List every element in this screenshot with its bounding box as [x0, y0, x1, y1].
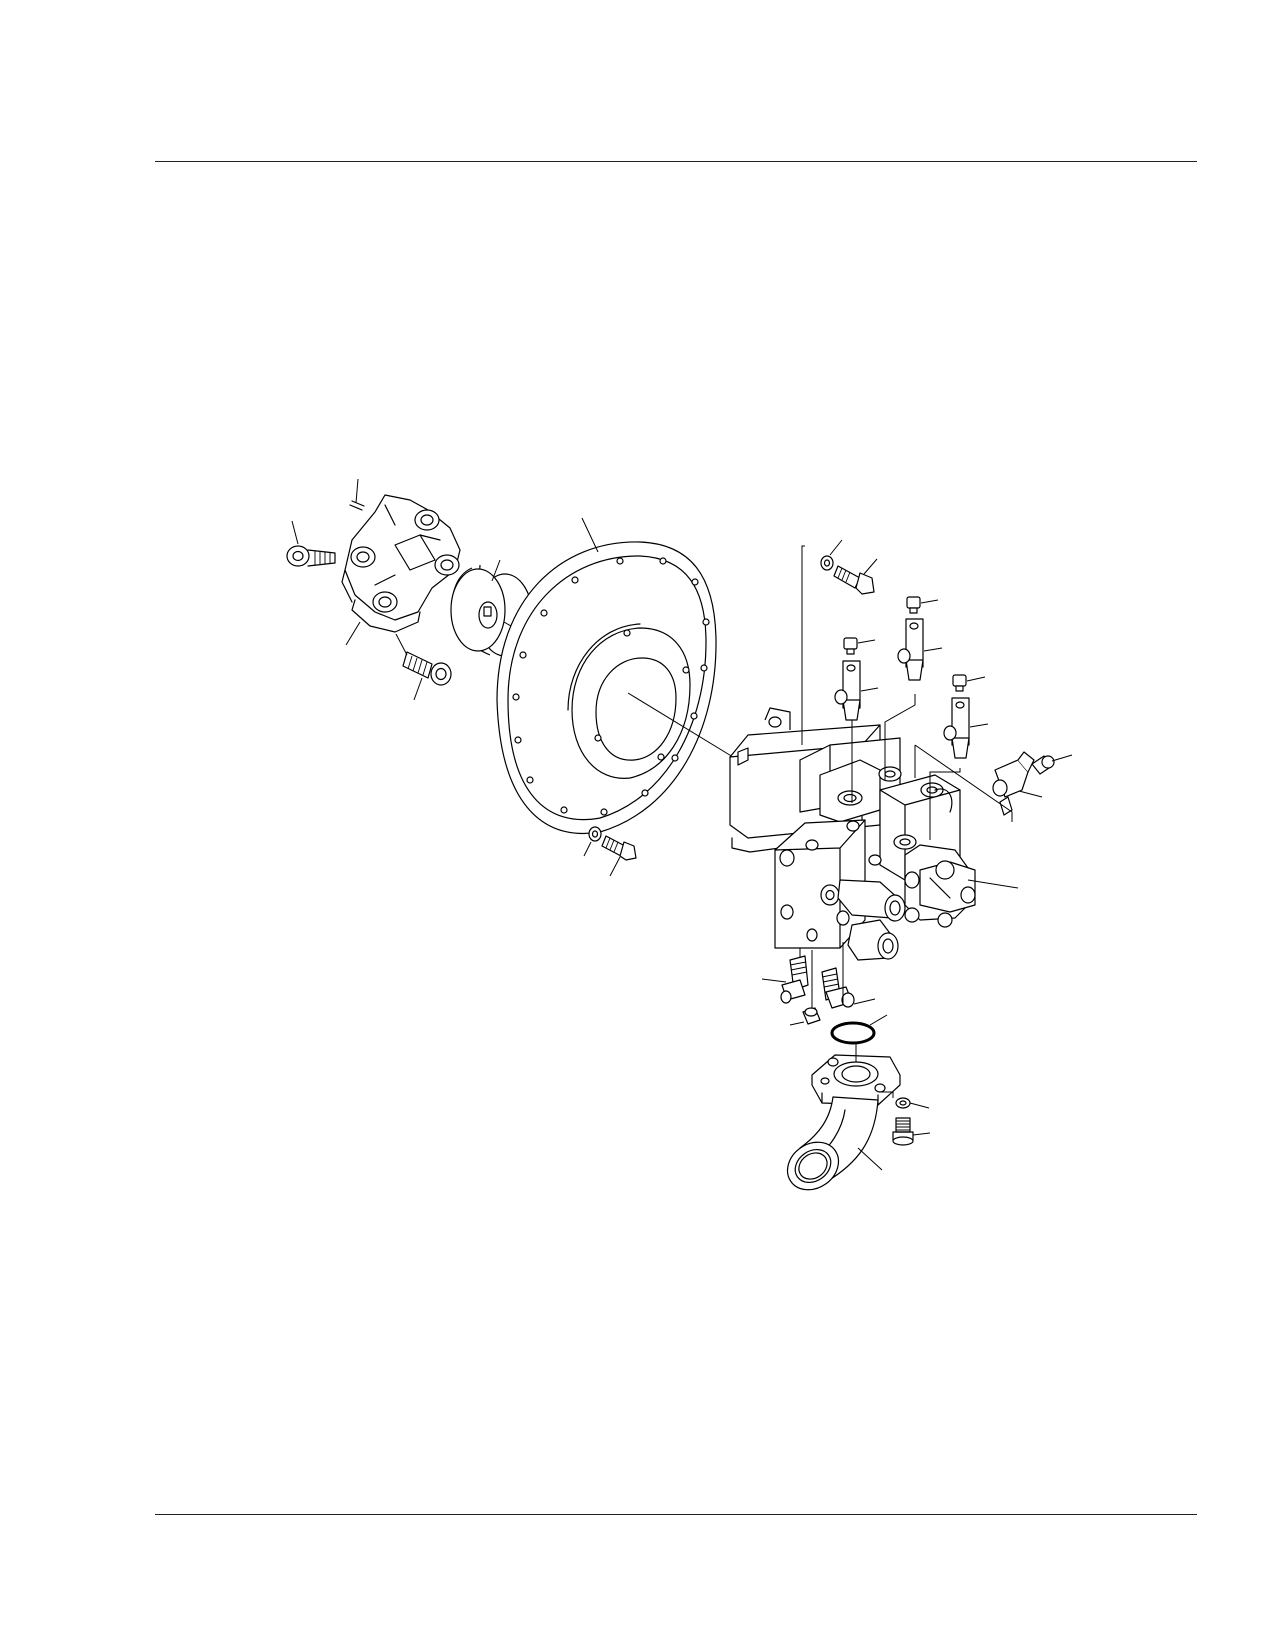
o-ring-icon: [830, 1014, 888, 1045]
footer-rule: [155, 1514, 1197, 1515]
hydraulic-pump-icon: [729, 707, 1019, 961]
flange-bolt-icon: [833, 558, 878, 595]
coupling-hub-icon: [450, 559, 533, 657]
flange-bolt-icon: [892, 1117, 931, 1146]
plug-icon: [843, 637, 876, 655]
leader-bracket: [801, 545, 805, 745]
coupling-pin-icon: [349, 478, 365, 511]
elbow-fitting-icon: [761, 948, 809, 1004]
header-rule: [155, 161, 1197, 162]
elbow-fitting-icon: [821, 942, 876, 1009]
washer-icon: [820, 539, 843, 571]
plug-icon: [1031, 754, 1073, 775]
split-flange-icon: [811, 1044, 901, 1106]
relief-valve-cartridge-icon: [884, 618, 943, 780]
washer-icon: [583, 826, 602, 857]
hex-bolt-icon: [395, 633, 452, 701]
relief-valve-cartridge-icon: [929, 697, 989, 840]
flange-bolt-icon: [601, 835, 637, 877]
flexible-coupling-icon: [341, 494, 461, 646]
suction-elbow-icon: [786, 1096, 883, 1191]
tee-fitting-icon: [914, 744, 1043, 822]
plug-icon: [906, 596, 939, 614]
plug-icon: [952, 674, 986, 692]
washer-icon: [895, 1097, 930, 1109]
plug-icon: [789, 950, 821, 1026]
socket-head-bolt-icon: [286, 520, 336, 567]
relief-valve-cartridge-icon: [834, 660, 879, 803]
pump-mounting-flange-icon: [496, 517, 734, 834]
